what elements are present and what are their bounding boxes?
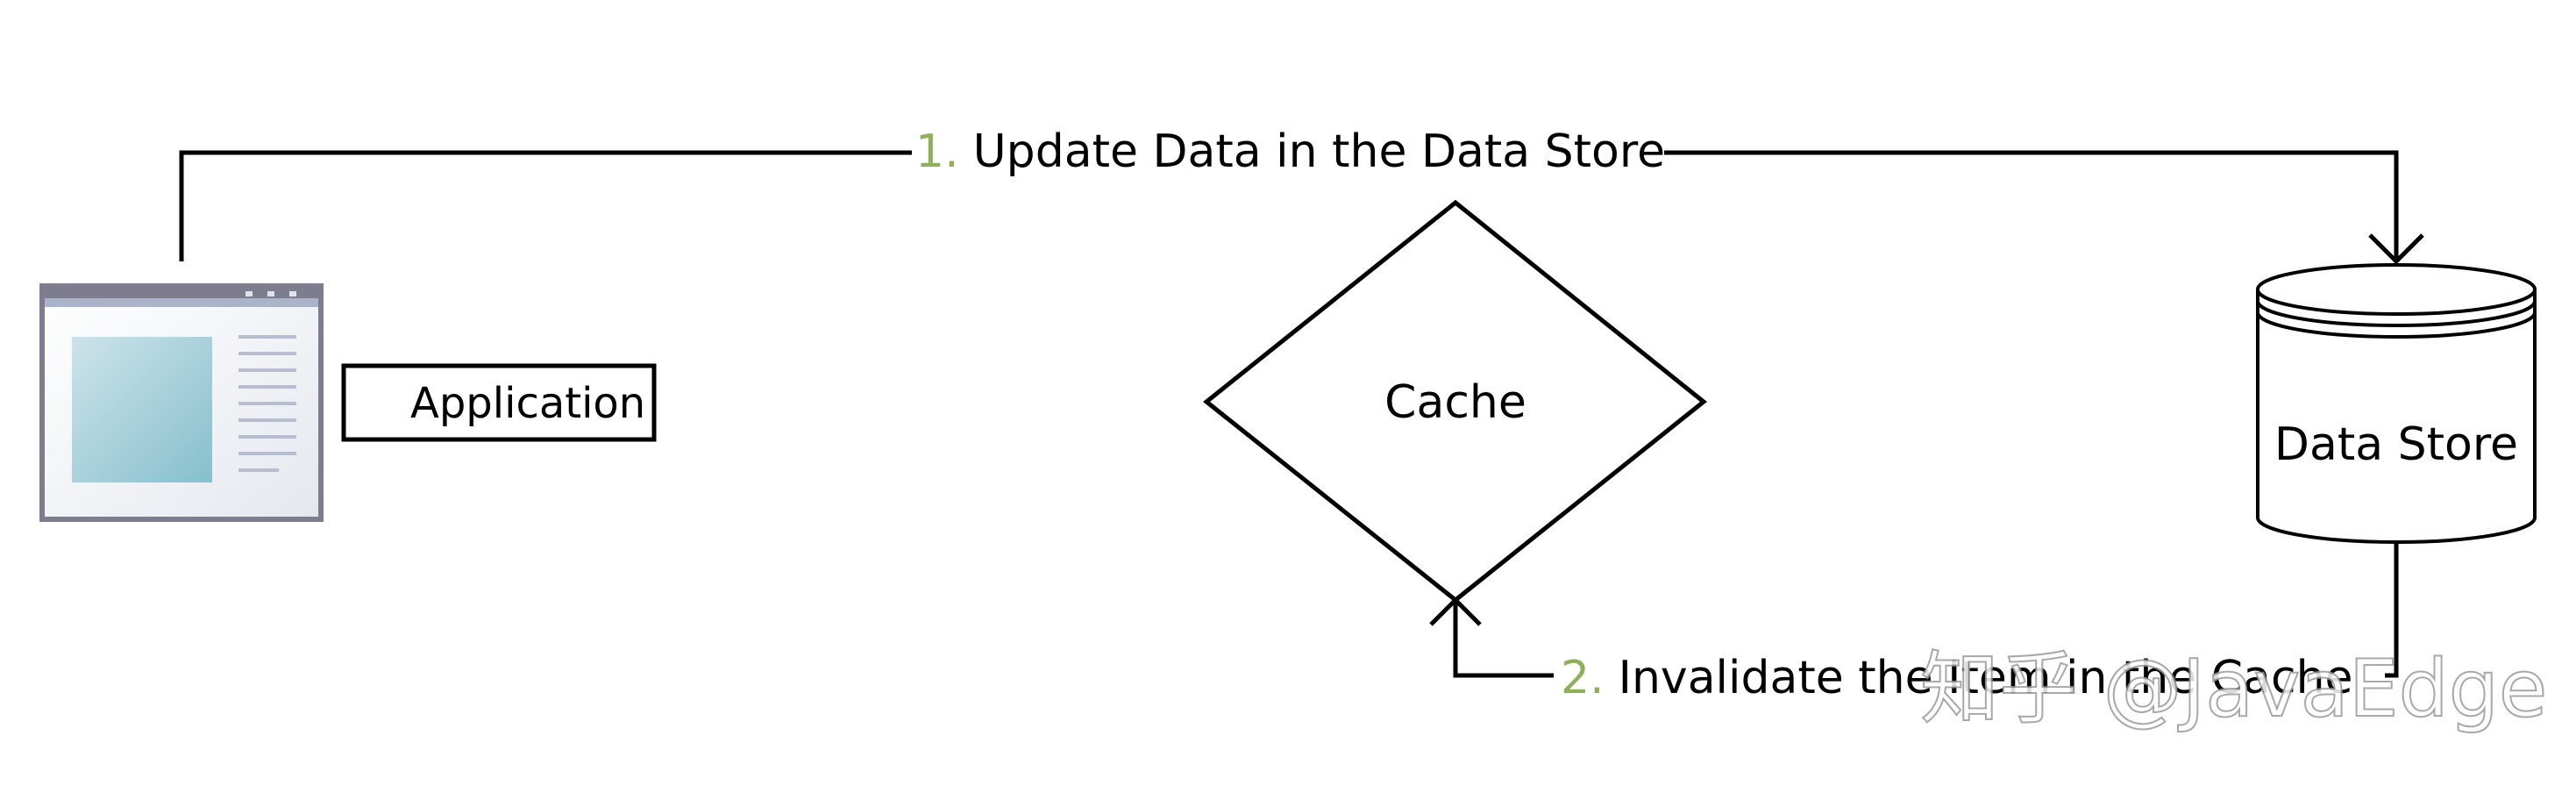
edge-invalidate-cache: 2. Invalidate the Item in the Cache <box>1429 542 2399 704</box>
data-store-label: Data Store <box>2274 418 2518 471</box>
connector-line-2b <box>1453 599 1554 678</box>
database-cylinder-icon: Data Store <box>2256 263 2537 544</box>
connector-line-1b <box>1664 150 2399 260</box>
application-label: Application <box>410 379 645 428</box>
connector-line-1 <box>179 150 912 261</box>
step-text-2: Invalidate the Item in the Cache <box>1619 652 2353 704</box>
step-number-2: 2. <box>1561 652 1605 704</box>
app-window-icon <box>39 283 324 522</box>
edge-label-1: 1. Update Data in the Data Store <box>915 125 1665 178</box>
step-number-1: 1. <box>915 125 959 178</box>
edge-label-2: 2. Invalidate the Item in the Cache <box>1561 652 2353 704</box>
cache-node: Cache <box>1202 199 1708 604</box>
arrowhead-icon <box>2368 233 2424 265</box>
step-text-1: Update Data in the Data Store <box>973 125 1665 178</box>
cache-label: Cache <box>1384 376 1526 429</box>
connector-line-2 <box>2385 542 2399 678</box>
edge-update-data: 1. Update Data in the Data Store <box>179 125 2424 265</box>
watermark: 知乎 @JavaEdge <box>1920 643 2547 735</box>
cache-diamond-shape <box>1202 199 1708 604</box>
application-node: Application <box>341 363 657 442</box>
